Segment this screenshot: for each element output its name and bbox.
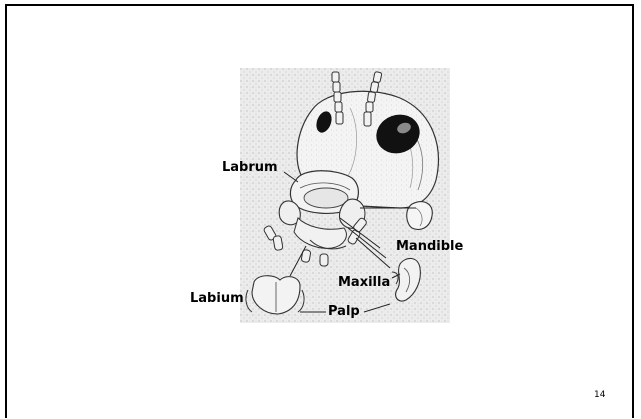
- detached-mandible: [407, 202, 433, 230]
- page-number: 14: [594, 390, 605, 400]
- label-mandible: Mandible: [396, 240, 463, 254]
- label-labrum: Labrum: [222, 161, 278, 175]
- label-palp: Palp: [328, 305, 360, 319]
- label-labium: Labium: [190, 292, 244, 306]
- label-maxilla: Maxilla: [338, 276, 390, 290]
